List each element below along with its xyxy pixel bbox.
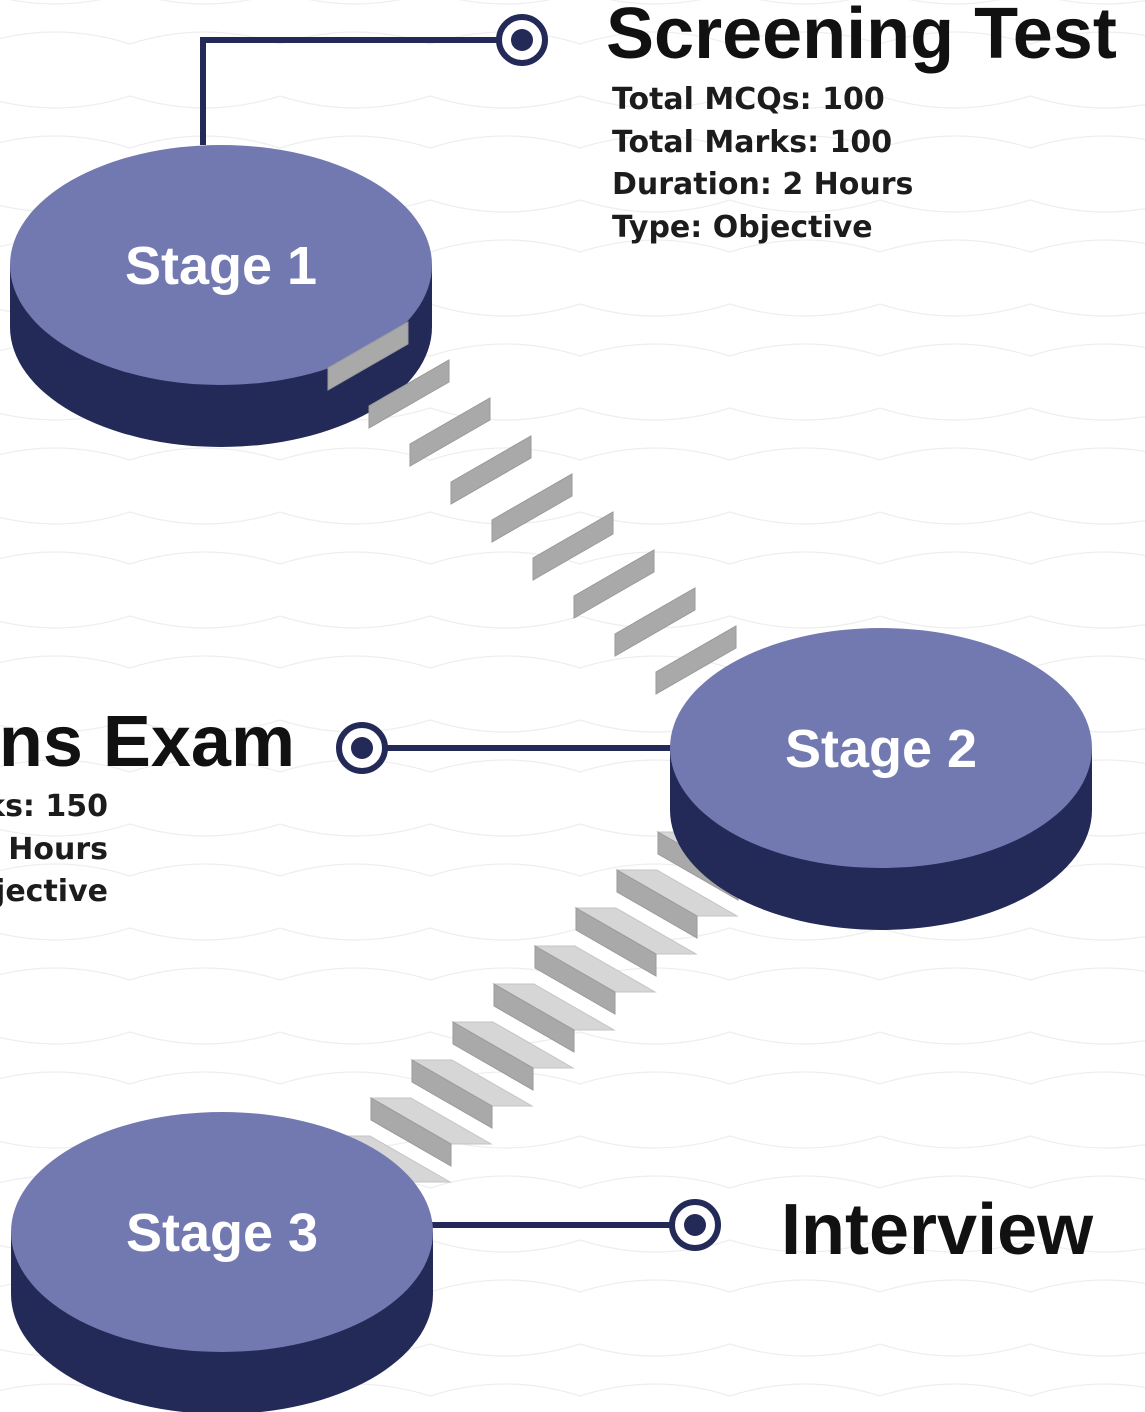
- stage-3-marker-icon: [669, 1199, 721, 1251]
- staircase-stage-1-to-2-step: [327, 321, 409, 391]
- stage-1-details: Total MCQs: 100 Total Marks: 100 Duratio…: [612, 79, 913, 249]
- stage-1-disk: Stage 1: [10, 145, 432, 447]
- stage-3-title: Interview: [781, 1190, 1094, 1270]
- stage-2-detail-duration: Duration: 3 Hours: [0, 831, 108, 867]
- stage-2-title: Professional Institutions Exam: [0, 702, 295, 782]
- staircase-stage-1-to-2-step: [409, 397, 491, 467]
- stage-1-detail-type: Type: Objective: [612, 209, 873, 245]
- stage-3-disk-label: Stage 3: [126, 1203, 318, 1263]
- stage-1-detail-marks: Total Marks: 100: [612, 124, 893, 160]
- stage-1-disk-label: Stage 1: [125, 236, 317, 296]
- staircase-stage-2-to-3-step: [451, 1021, 575, 1091]
- staircase-stage-2-to-3-step: [410, 1059, 534, 1129]
- stage-2-marker-icon: [336, 722, 388, 774]
- staircase-stage-1-to-2-step: [614, 587, 696, 657]
- staircase-stage-2-to-3-step: [369, 1097, 493, 1167]
- stage-3-disk: Stage 3: [11, 1112, 433, 1412]
- stage-1-detail-mcqs: Total MCQs: 100: [612, 82, 885, 117]
- staircase-stage-1-to-2-step: [368, 359, 450, 429]
- stage-2-detail-marks: Total Marks: 150: [0, 789, 108, 824]
- stage-2-detail-type: Type: Subjective: [0, 874, 108, 909]
- staircase-stage-1-to-2-step: [573, 549, 655, 619]
- stage-1-title: Screening Test: [606, 0, 1117, 74]
- stage-2-details: Total Marks: 150 Duration: 3 Hours Type:…: [0, 786, 108, 914]
- connector-lines: [200, 37, 678, 1228]
- staircase-stage-1-to-2-step: [532, 511, 614, 581]
- staircase-stage-2-to-3-step: [492, 983, 616, 1053]
- stage-2-disk-top: [670, 628, 1092, 868]
- stage-disks-lower: Stage 1: [10, 145, 432, 447]
- stage-1-connector: [200, 37, 505, 145]
- stage-1-detail-duration: Duration: 2 Hours: [612, 167, 914, 202]
- stage-1-marker-icon: [496, 14, 548, 66]
- staircase-stage-1-to-2-step: [491, 473, 573, 543]
- stage-2-disk-label: Stage 2: [785, 719, 977, 779]
- stage-2-disk: Stage 2: [670, 628, 1092, 930]
- staircase-stage-1-to-2: [327, 321, 737, 695]
- connector-markers: [336, 14, 721, 1251]
- stage-1-disk-top: [10, 145, 432, 385]
- staircase-stage-2-to-3-step: [533, 945, 657, 1015]
- stage-disks-upper: Stage 2 Stage 3: [11, 628, 1092, 1412]
- staircase-stage-2-to-3-step: [615, 869, 739, 939]
- staircase-stage-2-to-3-step: [574, 907, 698, 977]
- staircase-stage-1-to-2-step: [655, 625, 737, 695]
- staircase-stage-1-to-2-step: [450, 435, 532, 505]
- stage-3-disk-top: [11, 1112, 433, 1352]
